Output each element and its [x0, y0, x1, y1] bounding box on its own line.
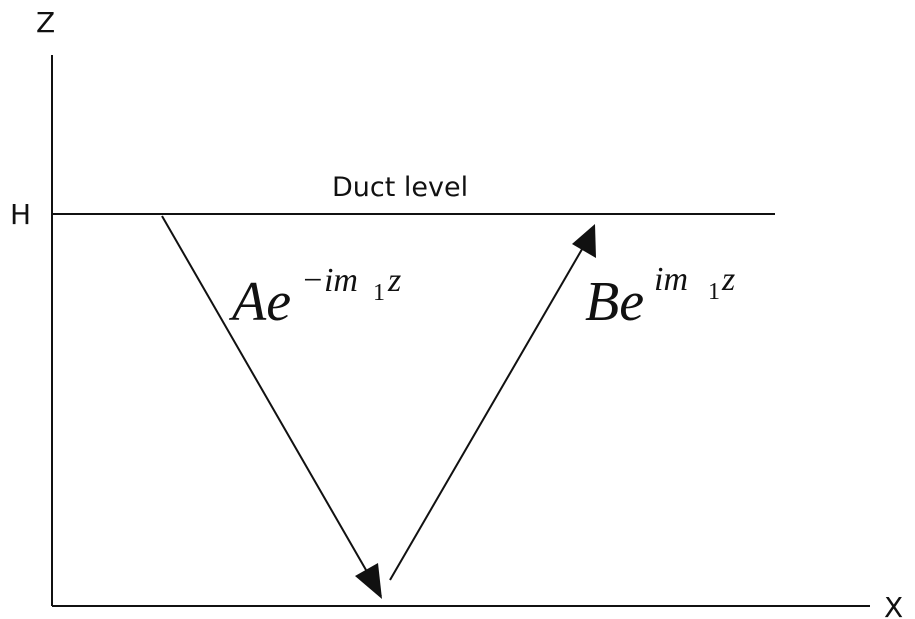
upgoing-wave-variable: z	[721, 261, 735, 298]
downgoing-wave-expression: Ae −im 1 z	[228, 262, 401, 333]
upgoing-wave-subscript: 1	[708, 279, 720, 305]
z-axis-label: Z	[36, 6, 55, 39]
svg-text:z: z	[721, 261, 735, 298]
downgoing-wave-arrowhead	[355, 563, 382, 599]
downgoing-wave-variable: z	[387, 262, 401, 299]
h-level-label: H	[10, 198, 31, 231]
downgoing-wave-arrow	[161, 215, 382, 597]
svg-text:Ae: Ae	[228, 271, 291, 333]
duct-level-label: Duct level	[332, 172, 468, 203]
downgoing-wave-base: Ae	[228, 271, 291, 333]
svg-text:1: 1	[373, 280, 385, 306]
svg-text:Be: Be	[585, 271, 644, 333]
svg-text:1: 1	[708, 279, 720, 305]
downgoing-wave-subscript: 1	[373, 280, 385, 306]
upgoing-wave-arrowhead	[572, 224, 596, 258]
svg-text:im: im	[654, 261, 688, 298]
upgoing-wave-exponent: im	[654, 261, 688, 298]
upgoing-wave-expression: Be im 1 z	[585, 261, 735, 333]
downgoing-wave-exponent: −im	[301, 262, 358, 299]
svg-text:z: z	[387, 262, 401, 299]
upgoing-wave-arrow	[389, 231, 593, 581]
svg-text:−im: −im	[301, 262, 358, 299]
upgoing-wave-base: Be	[585, 271, 644, 333]
x-axis-label: X	[884, 591, 903, 619]
